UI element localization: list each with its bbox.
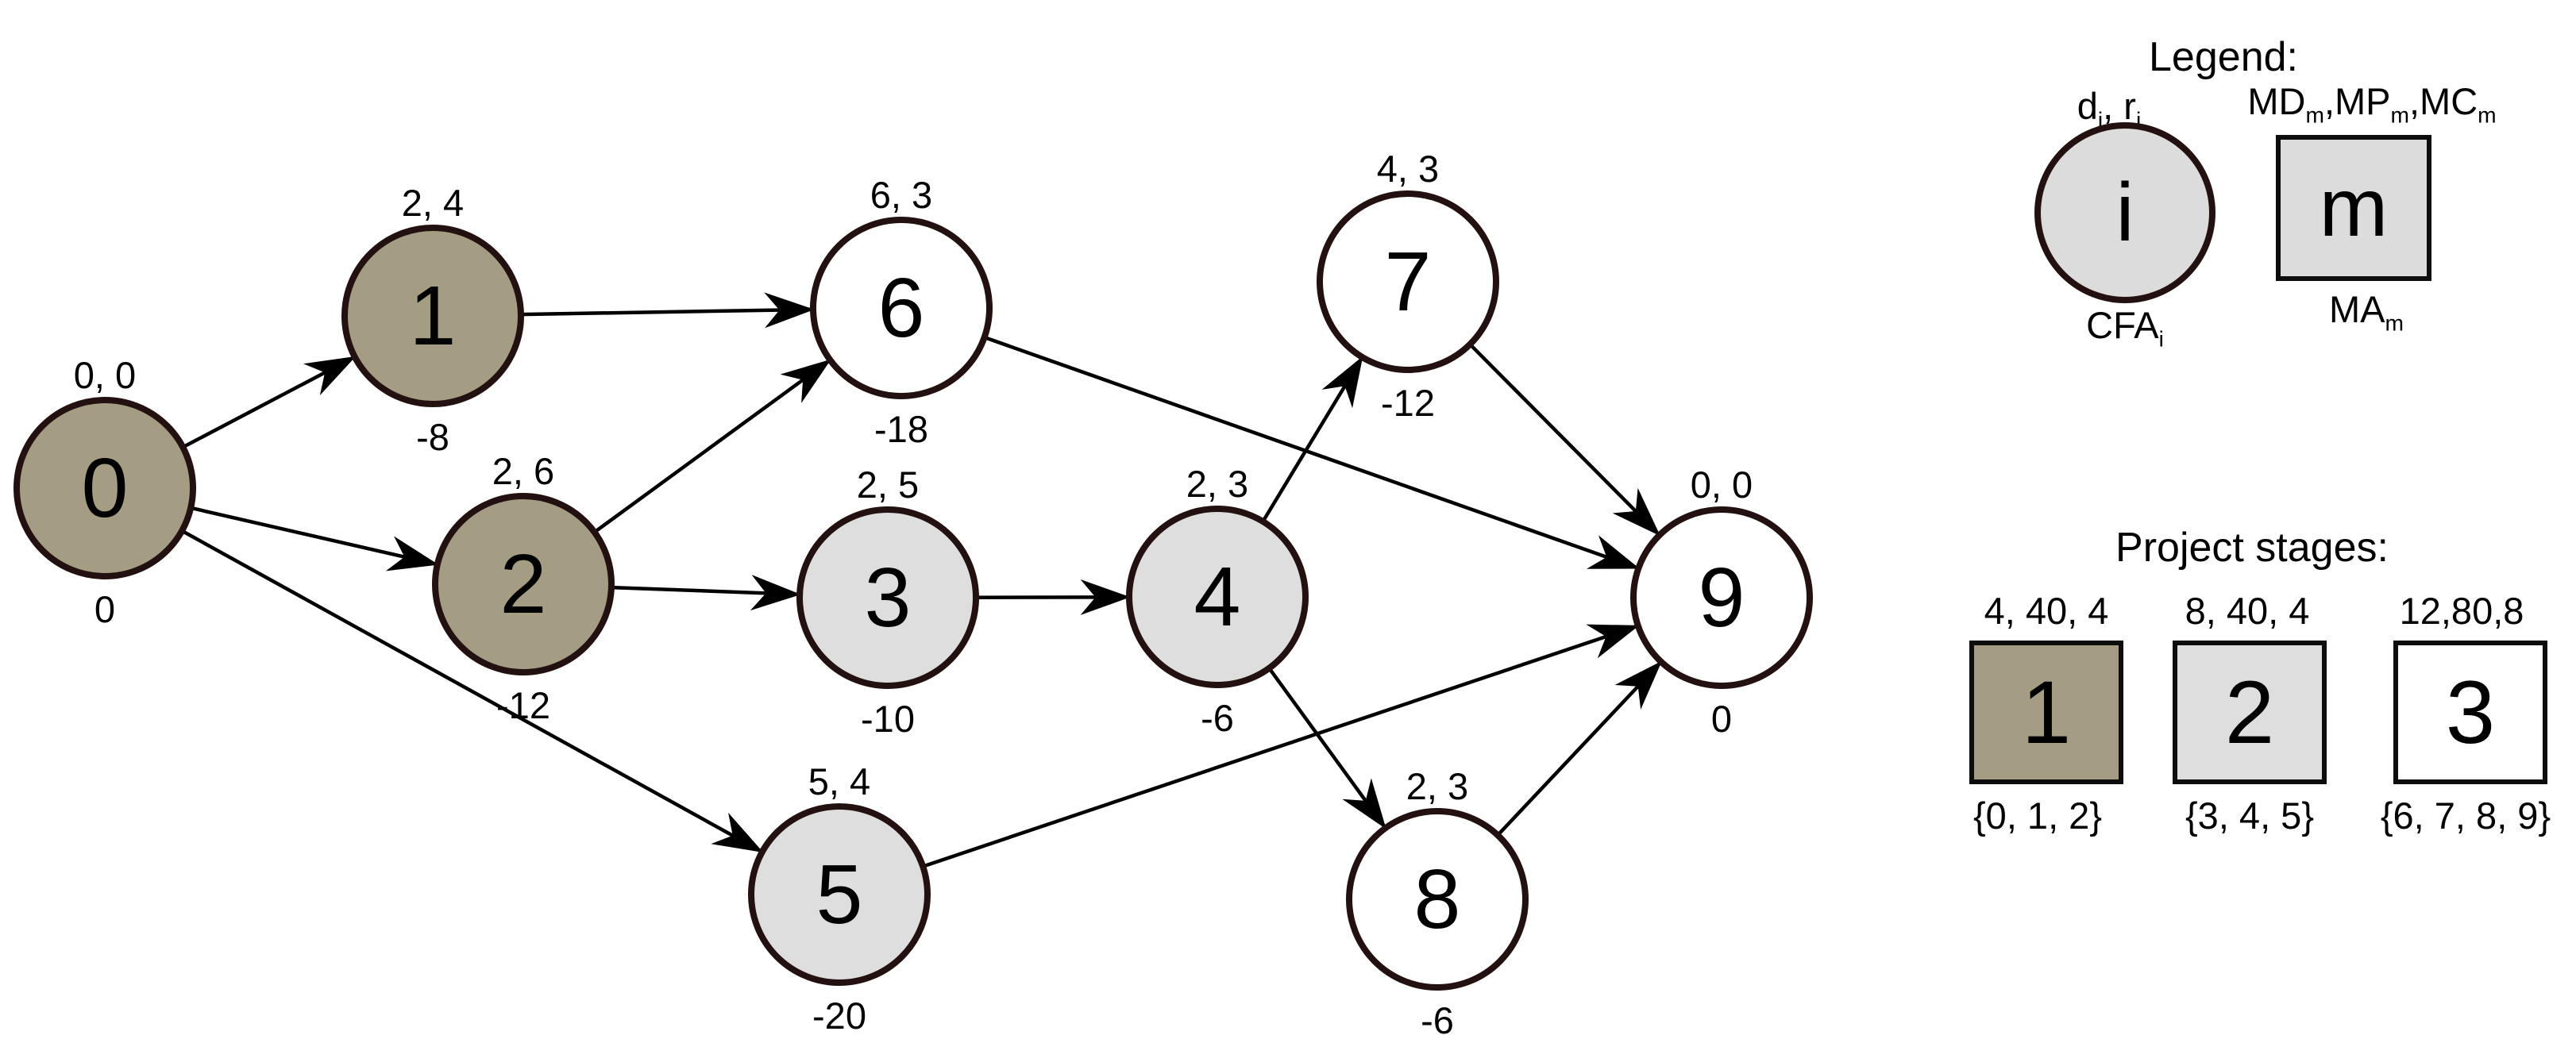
node-8-top-label: 2, 3 xyxy=(1406,765,1468,807)
node-5-number: 5 xyxy=(816,848,863,941)
node-7: 7 4, 3 -12 xyxy=(1317,148,1499,424)
edge-4-7 xyxy=(1261,356,1363,523)
node-4-circle xyxy=(1126,506,1309,688)
node-8-number: 8 xyxy=(1414,852,1461,946)
edge-7-9 xyxy=(1468,343,1660,537)
node-4-bottom-label: -6 xyxy=(1201,697,1234,739)
stage-1-node-set: {0, 1, 2} xyxy=(1972,795,2103,837)
node-5-circle xyxy=(748,803,931,986)
node-1-circle xyxy=(341,225,524,407)
node-9-bottom-label: 0 xyxy=(1711,698,1732,740)
node-0: 0 0, 0 0 xyxy=(13,354,196,630)
edge-4-8 xyxy=(1267,667,1386,829)
node-3-circle xyxy=(796,506,979,689)
stage-3-number: 3 xyxy=(2445,662,2496,762)
legend-machine-letter: m xyxy=(2319,162,2389,254)
node-7-circle xyxy=(1317,190,1499,373)
edge-0-2 xyxy=(190,506,439,571)
node-3-bottom-label: -10 xyxy=(861,698,915,740)
edge-6-9 xyxy=(983,335,1640,570)
stage-2-params: 8, 40, 4 xyxy=(2185,590,2310,632)
legend-title: Legend: xyxy=(2149,34,2298,80)
stage-2-square: 2 xyxy=(2173,641,2327,784)
node-9: 9 0, 0 0 xyxy=(1630,464,1813,740)
node-3-number: 3 xyxy=(865,551,912,645)
legend-node-symbol: i xyxy=(2034,122,2215,303)
edge-2-3 xyxy=(611,575,801,611)
edge-1-6 xyxy=(520,292,815,329)
node-5-top-label: 5, 4 xyxy=(808,760,870,802)
node-5-bottom-label: -20 xyxy=(812,995,866,1037)
project-stages-title: Project stages: xyxy=(2115,525,2389,571)
edge-8-9 xyxy=(1496,660,1662,837)
node-8: 8 2, 3 -6 xyxy=(1346,765,1529,1039)
stage-1-number: 1 xyxy=(2021,662,2072,762)
node-8-circle xyxy=(1346,808,1529,991)
node-5: 5 5, 4 -20 xyxy=(748,760,931,1037)
node-0-top-label: 0, 0 xyxy=(74,354,136,396)
node-2-bottom-label: -12 xyxy=(496,684,550,726)
node-9-number: 9 xyxy=(1699,551,1745,645)
edge-2-6 xyxy=(593,359,831,534)
node-4-number: 4 xyxy=(1194,550,1241,644)
nodes-layer: 0 0, 0 0 1 2, 4 -8 2 2, 6 -12 3 2, 5 -10 4 2, 3 -6 5 5, … xyxy=(13,148,1813,1039)
legend-node-letter: i xyxy=(2115,167,2134,259)
node-6-number: 6 xyxy=(878,261,925,355)
stage-2-number: 2 xyxy=(2224,662,2275,762)
node-1: 1 2, 4 -8 xyxy=(341,182,524,458)
legend-machine-symbol: m xyxy=(2276,135,2431,281)
stage-1-square: 1 xyxy=(1969,641,2123,784)
node-7-number: 7 xyxy=(1385,235,1432,329)
node-6-circle xyxy=(810,217,993,399)
node-2: 2 2, 6 -12 xyxy=(432,450,615,726)
node-8-bottom-label: -6 xyxy=(1421,999,1454,1039)
node-2-circle xyxy=(432,493,615,675)
edge-0-5 xyxy=(181,529,764,853)
legend-node-bottom-label: CFAi xyxy=(2086,304,2164,352)
stage-1-params: 4, 40, 4 xyxy=(1984,590,2109,632)
node-6-bottom-label: -18 xyxy=(874,408,928,450)
node-0-bottom-label: 0 xyxy=(94,588,115,630)
node-2-number: 2 xyxy=(500,537,547,631)
node-6-top-label: 6, 3 xyxy=(870,174,932,216)
node-3: 3 2, 5 -10 xyxy=(796,464,979,740)
edges-layer xyxy=(181,292,1662,868)
node-4-top-label: 2, 3 xyxy=(1186,463,1248,505)
node-0-number: 0 xyxy=(82,441,129,535)
stage-3-square: 3 xyxy=(2393,641,2547,784)
stage-2-node-set: {3, 4, 5} xyxy=(2185,795,2315,837)
node-1-bottom-label: -8 xyxy=(416,416,449,458)
node-1-top-label: 2, 4 xyxy=(402,182,464,224)
node-0-circle xyxy=(13,397,196,579)
node-9-top-label: 0, 0 xyxy=(1691,464,1753,506)
legend-node-top-label: di, ri xyxy=(2077,85,2142,133)
stage-3-node-set: {6, 7, 8, 9} xyxy=(2380,795,2551,837)
node-7-top-label: 4, 3 xyxy=(1377,148,1439,190)
stage-3-params: 12,80,8 xyxy=(2399,590,2524,632)
node-6: 6 6, 3 -18 xyxy=(810,174,993,450)
node-4: 4 2, 3 -6 xyxy=(1126,463,1309,739)
node-3-top-label: 2, 5 xyxy=(857,464,919,506)
node-1-number: 1 xyxy=(410,269,457,363)
legend-machine-bottom-label: MAm xyxy=(2329,288,2404,336)
node-2-top-label: 2, 6 xyxy=(492,450,554,492)
edge-0-1 xyxy=(182,356,357,449)
node-7-bottom-label: -12 xyxy=(1381,382,1435,424)
legend-machine-top-label: MDm,MPm,MCm xyxy=(2247,80,2497,128)
node-9-circle xyxy=(1630,506,1813,689)
edge-5-9 xyxy=(922,624,1640,868)
